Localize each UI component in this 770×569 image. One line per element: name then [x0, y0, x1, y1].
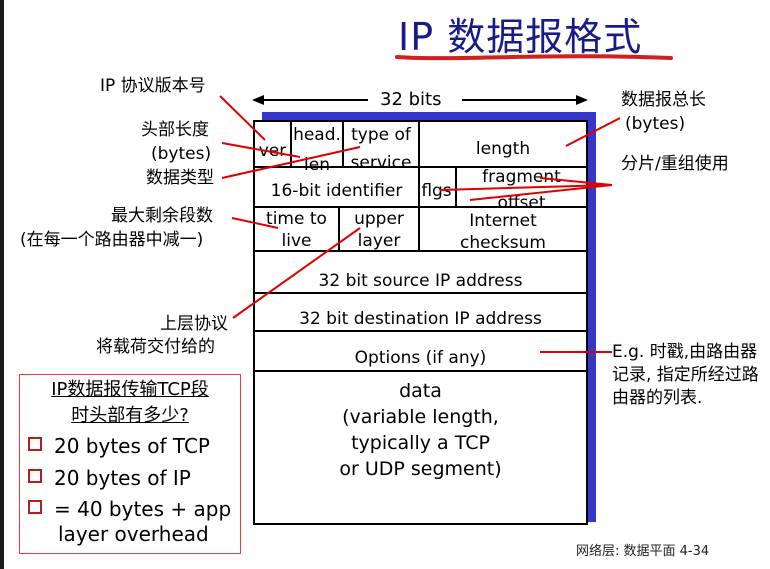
field-source-ip: 32 bit source IP address [318, 271, 523, 291]
question-box: IP数据报传输TCP段 时头部有多少? 20 bytes of TCP 20 b… [19, 374, 241, 554]
row-divider [255, 206, 586, 208]
question-line2: 时头部有多少? [71, 405, 189, 426]
bullet-square-icon [28, 437, 42, 451]
field-checksum-line2: checksum [460, 233, 546, 253]
col-divider [455, 166, 457, 206]
field-data-line3: typically a TCP [351, 432, 490, 454]
bullet-item: 20 bytes of TCP [28, 433, 210, 459]
annotation-header-length-line2: (bytes) [151, 144, 212, 164]
col-divider [342, 122, 344, 166]
field-data-line4: or UDP segment) [339, 458, 502, 480]
field-total-length: length [475, 139, 531, 159]
field-destination-ip: 32 bit destination IP address [299, 309, 542, 329]
bullet-item: 20 bytes of IP [28, 465, 191, 491]
field-upper-layer-line2: layer [357, 231, 401, 251]
question-line1: IP数据报传输TCP段 [51, 379, 209, 400]
row-divider [255, 292, 586, 294]
col-divider [290, 122, 292, 166]
field-tos-line1: type of [351, 125, 411, 145]
field-data-line1: data [399, 380, 442, 402]
field-fragment-offset-line1: fragment [482, 167, 561, 187]
bullet-item: = 40 bytes + app [28, 496, 231, 522]
field-flags: flgs [421, 181, 452, 201]
field-fragment-offset-line2: offset [497, 193, 546, 213]
slide-title: IP 数据报格式 [398, 15, 643, 59]
annotation-total-length-line2: (bytes) [625, 114, 686, 134]
field-data-line2: (variable length, [342, 406, 499, 428]
field-header-length-line2: len [304, 155, 330, 175]
annotation-ttl-line2: (在每一个路由器中减一) [20, 230, 204, 250]
annotation-upper-layer-line2: 将载荷交付给的 [96, 337, 215, 357]
field-upper-layer-line1: upper [354, 209, 404, 229]
width-arrow [252, 95, 588, 105]
row-divider [255, 370, 586, 372]
field-ttl-line2: live [281, 231, 312, 251]
bullet-square-icon [28, 469, 42, 483]
col-divider [338, 206, 340, 250]
row-divider [255, 250, 586, 252]
bullet-square-icon [28, 500, 42, 514]
row-divider [255, 166, 586, 168]
field-identifier: 16-bit identifier [270, 181, 403, 201]
annotation-header-length-line1: 头部长度 [141, 120, 209, 140]
annotation-total-length-line1: 数据报总长 [621, 90, 706, 110]
annotation-options-line2: 记录, 指定所经过路 [612, 365, 759, 385]
field-checksum-line1: Internet [469, 211, 537, 231]
bullet-item-continuation: layer overhead [58, 522, 209, 546]
annotation-version: IP 协议版本号 [100, 76, 206, 96]
title-underline [395, 54, 673, 61]
field-ttl-line1: time to [266, 209, 327, 229]
field-options: Options (if any) [354, 348, 487, 368]
slide-left-border [0, 0, 4, 569]
width-label: 32 bits [380, 89, 442, 110]
annotation-options-line1: E.g. 时戳,由路由器 [612, 342, 758, 362]
annotation-data-type: 数据类型 [146, 168, 214, 188]
field-header-length-line1: head. [293, 125, 341, 145]
annotation-ttl-line1: 最大剩余段数 [111, 206, 213, 226]
ip-datagram-diagram: ver head. len type of service length 16-… [253, 120, 588, 525]
field-tos-line2: service [350, 153, 412, 173]
col-divider [418, 122, 420, 166]
field-version: ver [258, 141, 287, 161]
row-divider [255, 330, 586, 332]
col-divider [418, 166, 420, 206]
slide-footer: 网络层: 数据平面 4-34 [576, 544, 710, 559]
annotation-options-line3: 由器的列表. [612, 388, 703, 408]
annotation-fragmentation: 分片/重组使用 [621, 154, 729, 174]
annotation-upper-layer-line1: 上层协议 [160, 314, 228, 334]
col-divider [418, 206, 420, 250]
